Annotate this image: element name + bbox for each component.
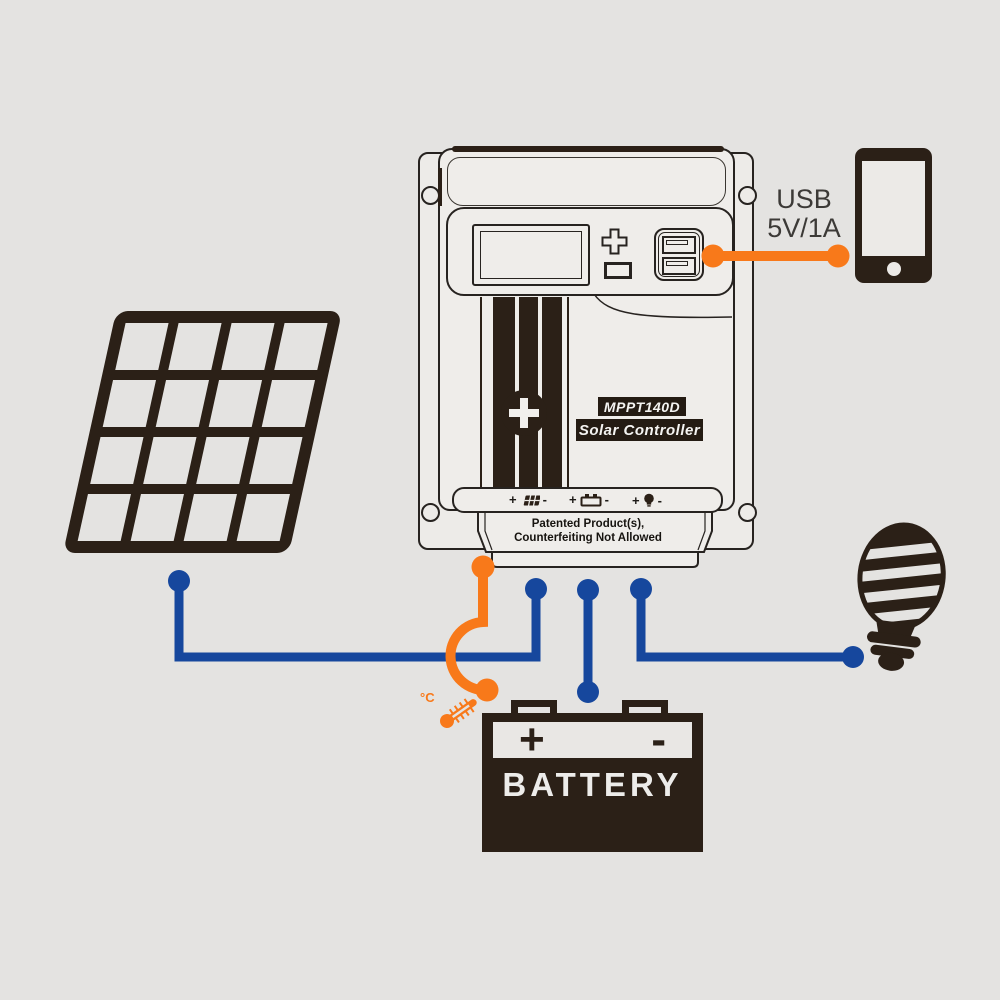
product-name-badge: Solar Controller	[576, 419, 703, 441]
wiring-cover-flap	[477, 507, 713, 568]
battery-minus-label: -	[604, 492, 609, 507]
temp-unit-label: °C	[420, 690, 435, 705]
usb-label-line2: 5V/1A	[767, 213, 841, 243]
connection-dot	[630, 578, 652, 600]
terminal-solar: + -	[509, 493, 547, 507]
controller-top-cover-line	[447, 157, 726, 206]
load-terminal-icon	[643, 493, 654, 507]
heatsink-mark	[438, 168, 442, 206]
usb-spec-label: USB 5V/1A	[758, 185, 850, 243]
usb-receptacle-top	[662, 236, 696, 254]
terminal-load: + -	[632, 493, 662, 508]
battery-positive-label: +	[519, 715, 545, 764]
patent-line1: Patented Product(s),	[531, 518, 645, 530]
lcd-display	[472, 224, 590, 286]
battery-polarity-band: + -	[493, 715, 692, 764]
smartphone-icon	[855, 148, 932, 283]
usb-contact-top	[666, 240, 688, 245]
connection-dot	[168, 570, 190, 592]
controller-top-vent	[452, 146, 724, 152]
solar-panel-icon	[63, 311, 343, 553]
battery-label: BATTERY	[502, 766, 683, 803]
lcd-display-inner	[480, 231, 582, 279]
connection-dot	[826, 244, 850, 268]
battery-icon: + - BATTERY	[482, 700, 703, 852]
model-badge: MPPT140D	[598, 397, 686, 416]
usb-contact-bottom	[666, 261, 688, 266]
menu-button-icon	[604, 262, 632, 279]
usb-receptacle-bottom	[662, 257, 696, 275]
screw-hole-icon	[738, 503, 757, 522]
phone-screen	[862, 161, 925, 256]
temp-sensor-wire	[445, 567, 488, 696]
battery-terminal-icon	[580, 494, 602, 507]
usb-label-line1: USB	[776, 184, 832, 214]
thermometer-icon: °C	[420, 690, 477, 728]
plus-button-icon	[601, 228, 628, 255]
battery-terminal-post	[622, 700, 668, 716]
screw-hole-icon	[738, 186, 757, 205]
cfl-bulb-icon	[856, 522, 947, 671]
patent-line2: Counterfeiting Not Allowed	[514, 532, 662, 544]
plus-badge-icon	[501, 390, 547, 436]
patent-label: Patented Product(s), Counterfeiting Not …	[482, 517, 694, 545]
load-plus-label: +	[632, 492, 640, 508]
battery-plus-label: +	[569, 492, 577, 507]
load-minus-label: -	[657, 492, 662, 508]
controller-front-panel	[446, 207, 734, 296]
terminal-battery: + -	[569, 493, 609, 507]
battery-negative-label: -	[651, 715, 666, 764]
load-wire	[636, 589, 853, 662]
screw-hole-icon	[421, 503, 440, 522]
terminal-strip: + - + - +	[452, 487, 723, 513]
solar-panel-grid	[77, 323, 328, 541]
solar-minus-label: -	[542, 492, 547, 507]
solar-terminal-icon	[523, 495, 540, 505]
usb-port-frame	[658, 232, 700, 277]
solar-plus-label: +	[509, 492, 517, 507]
connection-dot	[525, 578, 547, 600]
phone-home-button	[887, 262, 901, 276]
battery-terminal-post	[511, 700, 557, 716]
solar-wire	[174, 581, 541, 662]
connection-dot	[577, 579, 599, 601]
